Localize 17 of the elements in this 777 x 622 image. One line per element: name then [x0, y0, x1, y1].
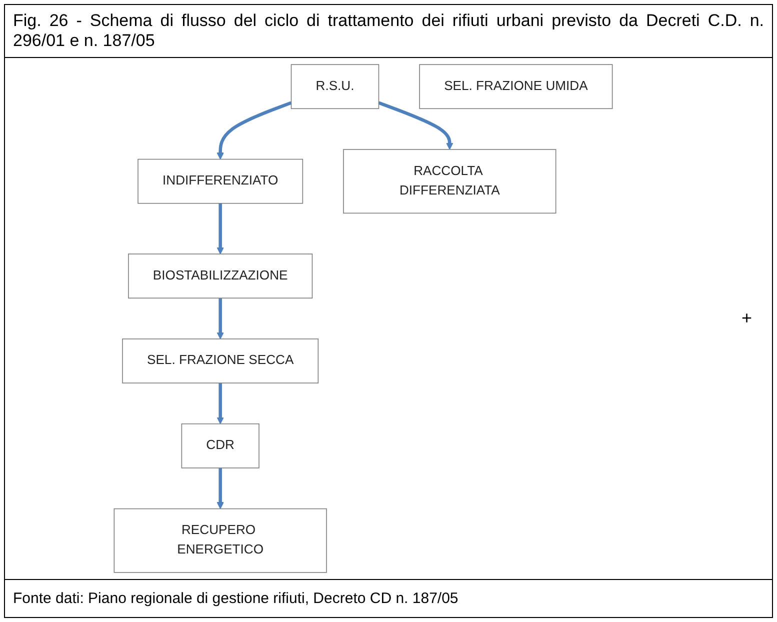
figure-title: Fig. 26 - Schema di flusso del ciclo di trattamento dei rifiuti urbani previsto da Decreti C.D. n. 296/01 e n. 187/05 [5, 5, 772, 58]
plus-sign: + [741, 308, 752, 328]
process-box: RACCOLTA DIFFERENZIATA [343, 149, 556, 214]
arrow [216, 101, 292, 160]
arrow [378, 101, 454, 150]
process-box: SEL. FRAZIONE SECCA [122, 338, 319, 384]
arrow [216, 468, 224, 510]
source-note: Fonte dati: Piano regionale di gestione rifiuti, Decreto CD n. 187/05 [5, 579, 772, 617]
arrow [216, 383, 224, 424]
arrow [216, 203, 224, 254]
arrow [216, 298, 224, 340]
process-box: CDR [181, 423, 260, 468]
process-box: SEL. FRAZIONE UMIDA [419, 64, 613, 110]
process-box: RECUPERO ENERGETICO [114, 508, 327, 573]
process-box: BIOSTABILIZZAZIONE [128, 254, 313, 298]
process-box: INDIFFERENZIATO [138, 158, 304, 204]
process-box: R.S.U. [290, 64, 380, 110]
